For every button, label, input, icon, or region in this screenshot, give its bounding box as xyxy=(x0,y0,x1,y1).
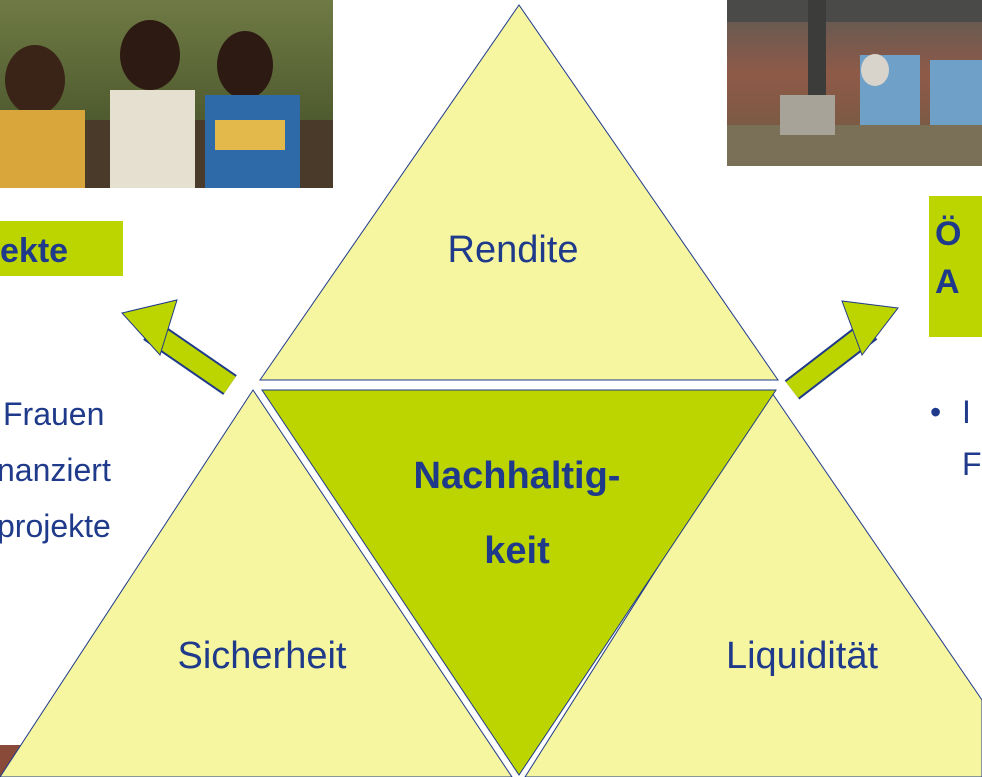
right-text-line2: F xyxy=(962,446,982,482)
photo-women xyxy=(0,0,333,188)
label-right: Liquidität xyxy=(726,635,879,677)
triangle-top xyxy=(259,4,779,381)
photo-factory xyxy=(727,0,982,166)
right-text-line1: I xyxy=(962,394,971,430)
label-center-line1: Nachhaltig- xyxy=(414,455,621,497)
triangle-center xyxy=(261,389,777,776)
left-box-label: ekte xyxy=(0,221,123,276)
left-text-line2: nanziert xyxy=(0,452,111,488)
label-center-line2: keit xyxy=(484,530,550,572)
arrow-right xyxy=(784,300,899,400)
arrow-left xyxy=(121,299,237,395)
left-text-line3: projekte xyxy=(0,508,111,544)
left-text-line1: Frauen xyxy=(3,396,105,432)
right-box-line1: Ö xyxy=(935,215,962,253)
label-top: Rendite xyxy=(448,229,579,271)
right-bullet: • xyxy=(930,394,942,430)
label-left: Sicherheit xyxy=(178,635,347,677)
left-box-text: ekte xyxy=(0,232,69,270)
right-box-label: Ö A xyxy=(929,196,982,337)
right-box-line2: A xyxy=(935,263,960,301)
triangle-left xyxy=(0,389,513,777)
